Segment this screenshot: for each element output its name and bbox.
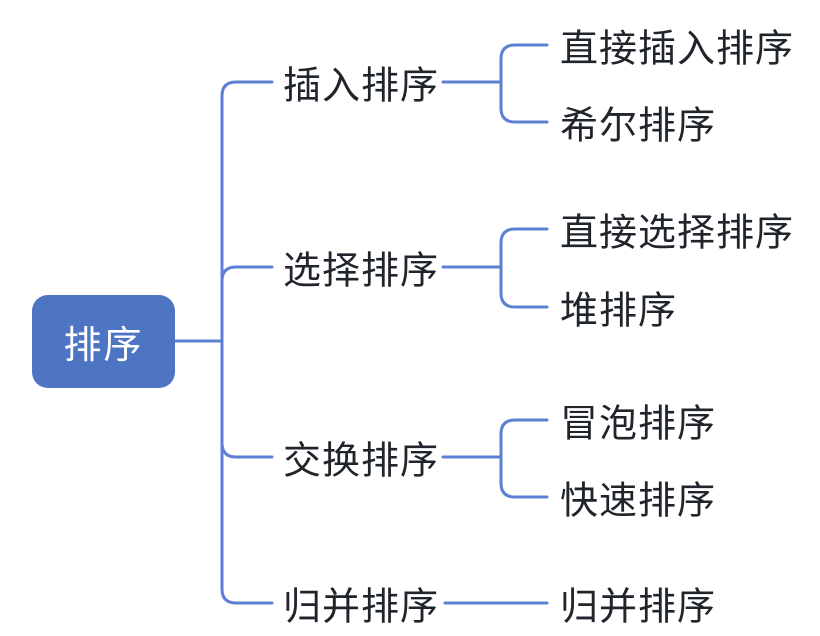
root-node-label: 排序 [63,325,144,367]
branch-label-exchange-sort: 交换排序 [283,440,440,483]
bracket-branch-1 [499,43,549,124]
edge-root-branch-4 [220,339,274,605]
child-label-direct-selection-sort: 直接选择排序 [560,212,795,255]
child-label-heap-sort: 堆排序 [560,290,678,333]
child-label-direct-insertion-sort: 直接插入排序 [560,28,795,71]
bracket-branch-3 [499,418,549,499]
edge-root-branch-3 [220,339,274,459]
branch-label-merge-sort: 归并排序 [283,586,440,629]
child-label-shell-sort: 希尔排序 [560,105,717,148]
child-label-quick-sort: 快速排序 [560,480,717,523]
branch-label-insertion-sort: 插入排序 [283,65,440,108]
edge-root-branch-1 [220,80,274,343]
edge-root-branch-2 [220,265,274,343]
bracket-branch-2 [499,227,549,309]
branch-label-selection-sort: 选择排序 [283,250,440,293]
child-label-merge-sort-leaf: 归并排序 [560,586,717,629]
child-label-bubble-sort: 冒泡排序 [560,403,717,446]
root-node-sorting: 排序 [32,295,175,388]
